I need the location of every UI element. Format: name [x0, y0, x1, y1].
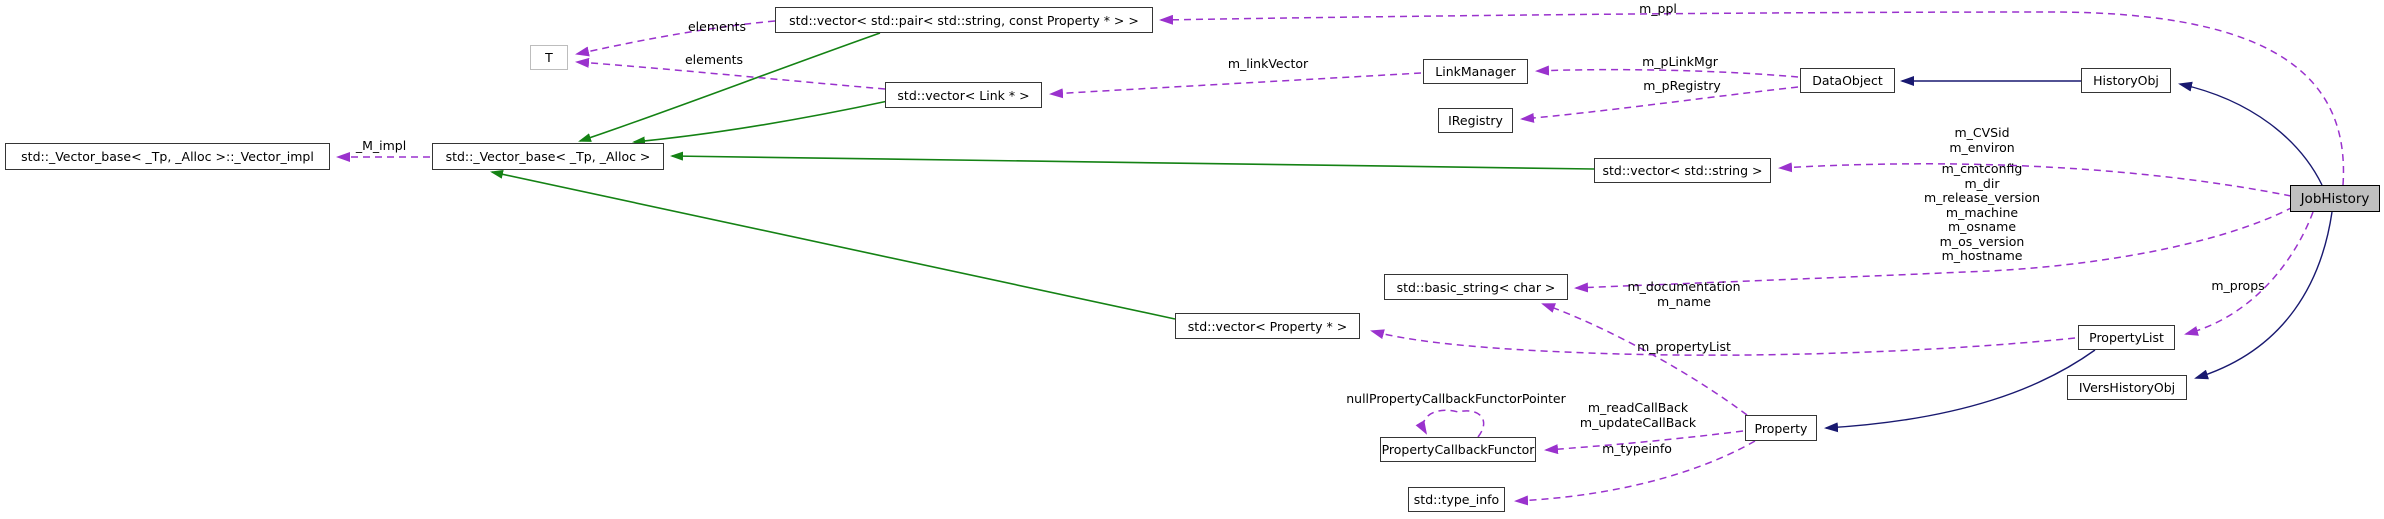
node-link-vector[interactable]: std::vector< Link * > [885, 82, 1042, 108]
edge-label-m-ppl: m_ppl [1639, 1, 1677, 16]
node-dataobject[interactable]: DataObject [1800, 68, 1895, 93]
node-iregistry[interactable]: IRegistry [1438, 108, 1513, 133]
edge-jobhistory-stringvector [1778, 162, 2292, 197]
edge-propertyvector-vectorbase [490, 169, 1176, 320]
edge-label-elements-bottom: elements [684, 52, 744, 67]
template-inheritance-edges [490, 32, 1595, 320]
node-template-param-t: T [530, 45, 568, 70]
edge-jobhistory-basicstring [1574, 206, 2294, 293]
node-string-vector[interactable]: std::vector< std::string > [1594, 158, 1771, 183]
node-vector-impl[interactable]: std::_Vector_base< _Tp, _Alloc >::_Vecto… [5, 143, 330, 170]
edge-property-propertycallbackfunctor [1544, 430, 1744, 455]
edge-label-string-members-a: m_CVSid m_environ [1949, 125, 2015, 155]
node-pair-vector[interactable]: std::vector< std::pair< std::string, con… [775, 7, 1153, 33]
edge-propertylist-property [1824, 349, 2096, 433]
edge-label-m-plinkmgr: m_pLinkMgr [1642, 54, 1718, 69]
edge-label-m-linkvector: m_linkVector [1227, 56, 1309, 71]
edge-label-m-impl: _M_impl [355, 138, 407, 153]
edge-property-typeinfo [1514, 440, 1756, 506]
public-inheritance-edges [1824, 76, 2333, 433]
edge-label-string-members-b: m_cmtconfig m_dir m_release_version m_ma… [1923, 161, 2041, 263]
edge-label-m-propertylist: m_propertyList [1637, 339, 1731, 354]
usage-edges [336, 11, 2345, 506]
edge-jobhistory-propertylist-mprops [2184, 211, 2314, 336]
node-jobhistory-current: JobHistory [2290, 185, 2380, 212]
node-basic-string[interactable]: std::basic_string< char > [1384, 274, 1568, 300]
edge-jobhistory-pairvector-mppl [1159, 11, 2345, 186]
node-ivershistoryobj[interactable]: IVersHistoryObj [2067, 375, 2187, 400]
node-propertylist[interactable]: PropertyList [2078, 325, 2175, 350]
edge-label-m-typeinfo: m_typeinfo [1602, 441, 1672, 456]
node-property[interactable]: Property [1745, 415, 1817, 441]
edge-propertycallbackfunctor-selfloop [1415, 409, 1485, 438]
edge-linkvector-t-elements [575, 57, 886, 90]
edge-label-elements-top: elements [687, 19, 747, 34]
edge-linkmanager-linkvector [1049, 72, 1422, 99]
edge-label-documentation-name: m_documentation m_name [1627, 279, 1741, 309]
edge-linkvector-vectorbase [632, 100, 889, 146]
node-property-vector[interactable]: std::vector< Property * > [1175, 313, 1360, 339]
edge-pairvector-vectorbase [578, 32, 881, 142]
edge-label-callbacks: m_readCallBack m_updateCallBack [1579, 400, 1697, 430]
node-type-info[interactable]: std::type_info [1408, 487, 1505, 512]
edge-jobhistory-historyobj [2178, 81, 2323, 186]
edge-pairvector-t-elements [575, 20, 776, 57]
node-vector-base[interactable]: std::_Vector_base< _Tp, _Alloc > [432, 143, 664, 170]
edge-label-m-props: m_props [2211, 278, 2265, 293]
edge-jobhistory-ivershistoryobj [2194, 211, 2333, 380]
edge-label-m-pregistry: m_pRegistry [1643, 78, 1721, 93]
node-historyobj[interactable]: HistoryObj [2081, 68, 2171, 93]
edge-dataobject-iregistry [1520, 86, 1799, 123]
node-linkmanager[interactable]: LinkManager [1423, 59, 1528, 84]
edge-property-basicstring [1541, 303, 1748, 416]
edge-stringvector-vectorbase [670, 151, 1595, 170]
edge-propertylist-propertyvector [1370, 329, 2076, 356]
node-propertycallbackfunctor[interactable]: PropertyCallbackFunctor [1380, 437, 1536, 462]
edge-dataobject-linkmanager [1535, 65, 1799, 78]
edge-label-null-functor-pointer: nullPropertyCallbackFunctorPointer [1346, 391, 1566, 406]
